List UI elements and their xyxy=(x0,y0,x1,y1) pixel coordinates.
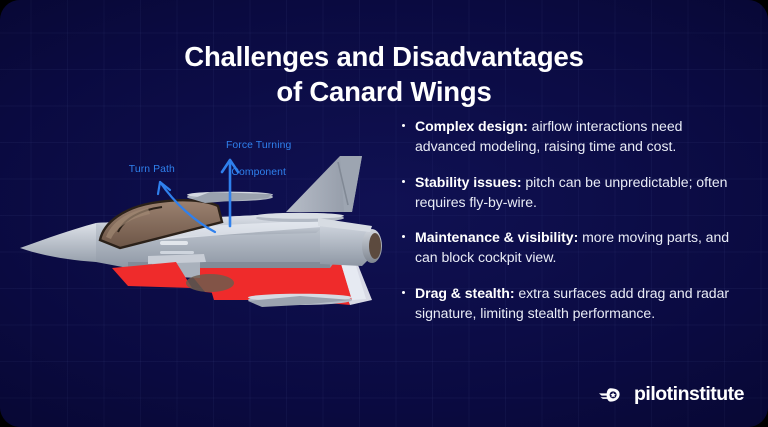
jet-engine-nozzle xyxy=(318,218,382,266)
bullet-dot-icon xyxy=(402,124,406,128)
jet-canopy xyxy=(98,199,224,250)
bullet-dot-icon xyxy=(402,179,406,183)
bullet-lead: Stability issues: xyxy=(415,173,522,190)
annotation-force-turning-component: Force Turning Component xyxy=(214,126,291,193)
bullet-dot-icon xyxy=(402,290,406,294)
jet-tailplane xyxy=(256,212,344,222)
bullet-dot-icon xyxy=(402,235,406,239)
jet-fuselage xyxy=(20,213,345,268)
bullet-lead: Drag & stealth: xyxy=(415,284,515,301)
jet-vertical-fin xyxy=(286,156,362,212)
annotation-force-line-1: Force Turning xyxy=(225,140,292,152)
bullet-text: pitch can be unpredictable; often requir… xyxy=(415,173,728,210)
bullet-list: Complex design: airflow interactions nee… xyxy=(401,116,737,323)
jet-intake xyxy=(148,241,206,278)
jet-lower-wing xyxy=(175,250,372,305)
title-line-1: Challenges and Disadvantages xyxy=(184,41,584,73)
jet-ventral-fin xyxy=(186,274,234,292)
annotation-turn-path-label: Turn Path xyxy=(128,164,175,176)
list-item: Maintenance & visibility: more moving pa… xyxy=(401,227,737,268)
list-item: Complex design: airflow interactions nee… xyxy=(401,116,737,157)
list-item: Drag & stealth: extra surfaces add drag … xyxy=(401,283,737,324)
annotation-force-line-2: Component xyxy=(231,166,286,178)
list-item: Stability issues: pitch can be unpredict… xyxy=(401,172,737,213)
annotation-turn-path: Turn Path xyxy=(117,150,175,190)
title-line-2: of Canard Wings xyxy=(276,76,492,108)
bullet-text: more moving parts, and can block cockpit… xyxy=(415,229,730,266)
bullet-lead: Maintenance & visibility: xyxy=(415,229,579,246)
jet-main-delta-wing xyxy=(198,246,366,307)
jet-canard-wing xyxy=(112,262,192,288)
page-title: Challenges and Disadvantages of Canard W… xyxy=(0,40,768,109)
winged-star-badge-icon xyxy=(599,388,620,402)
brand-name: pilotinstitute xyxy=(634,383,744,406)
bullet-lead: Complex design: xyxy=(415,118,528,134)
jet-foreplane xyxy=(187,191,273,203)
bullet-text: extra surfaces add drag and radar signat… xyxy=(415,284,730,321)
bullet-text: airflow interactions need advanced model… xyxy=(415,118,683,155)
brand-logo: pilotinstitute xyxy=(599,385,744,405)
